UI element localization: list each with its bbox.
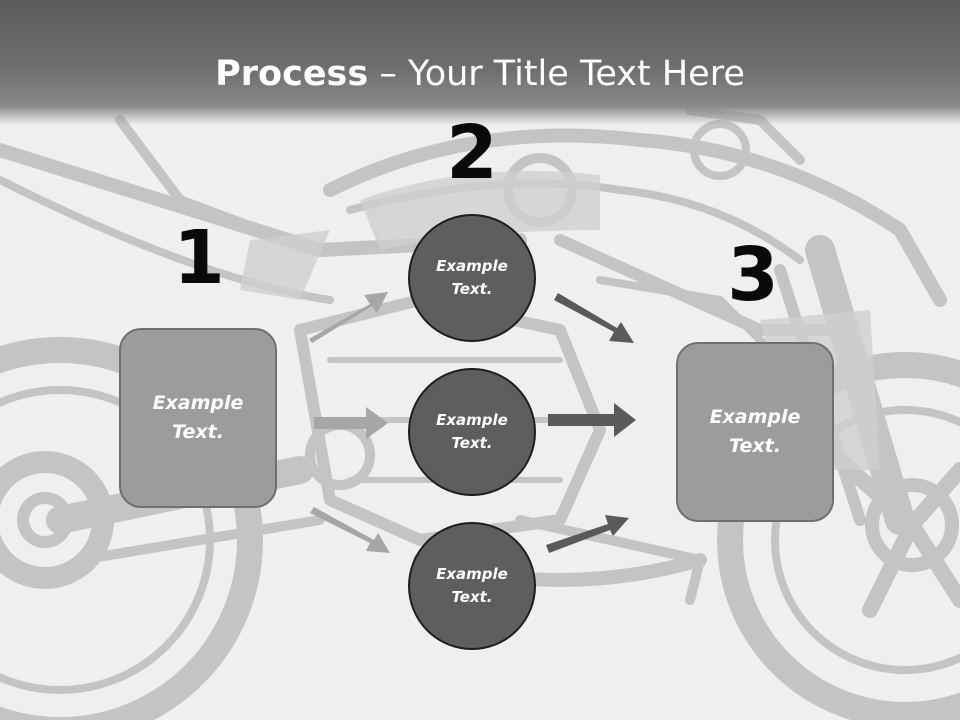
arrow-left-top bbox=[309, 292, 388, 343]
step-2-circle-bottom[interactable]: Example Text. bbox=[408, 522, 536, 650]
step-1-box[interactable]: Example Text. bbox=[119, 328, 277, 508]
step-number-1: 1 bbox=[173, 215, 225, 301]
left-arrows bbox=[309, 292, 390, 553]
right-arrows bbox=[546, 293, 636, 553]
step-3-text: Example Text. bbox=[709, 406, 801, 457]
slide-title: Process – Your Title Text Here bbox=[0, 52, 960, 96]
step-2-circle-bottom-text: Example Text. bbox=[436, 565, 508, 606]
step-2-circle-middle-text: Example Text. bbox=[436, 411, 508, 452]
title-bold-part: Process bbox=[215, 54, 369, 94]
step-number-2: 2 bbox=[446, 110, 498, 196]
step-1-text: Example Text. bbox=[152, 392, 244, 443]
arrow-right-bottom bbox=[546, 515, 629, 553]
step-2-circle-top-text: Example Text. bbox=[436, 257, 508, 298]
step-2-circle-middle[interactable]: Example Text. bbox=[408, 368, 536, 496]
arrow-left-middle bbox=[314, 407, 388, 439]
arrow-right-top bbox=[554, 293, 634, 343]
arrow-right-middle bbox=[548, 403, 636, 437]
step-number-3: 3 bbox=[727, 232, 779, 318]
step-3-box[interactable]: Example Text. bbox=[676, 342, 834, 522]
step-2-circle-top[interactable]: Example Text. bbox=[408, 214, 536, 342]
title-banner bbox=[0, 0, 960, 125]
title-rest-part: – Your Title Text Here bbox=[368, 54, 745, 94]
arrow-left-bottom bbox=[310, 507, 390, 553]
